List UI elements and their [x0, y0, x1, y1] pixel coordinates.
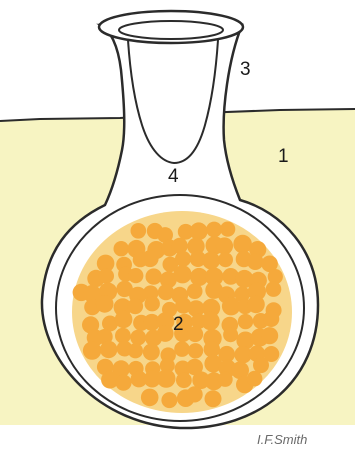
- pollen-grain: [188, 343, 203, 358]
- pollen-grain: [261, 327, 278, 344]
- pollen-grain: [130, 330, 146, 346]
- pollen-grain: [141, 389, 159, 407]
- label-neck-rim: 3: [240, 59, 251, 80]
- pollen-grain: [96, 295, 114, 313]
- pollen-grain: [128, 268, 143, 283]
- pollen-grain: [146, 268, 162, 284]
- pollen-grain: [220, 222, 235, 237]
- pollen-grain: [205, 390, 222, 407]
- pollen-grain: [175, 251, 191, 267]
- pollen-grain: [128, 343, 143, 358]
- pollen-grain: [187, 283, 203, 299]
- pollen-grain: [201, 312, 219, 330]
- pollen-grain: [263, 311, 279, 327]
- pollen-grain: [218, 252, 233, 267]
- pollen-grain: [157, 325, 174, 342]
- pollen-grain: [127, 298, 143, 314]
- pollen-grain: [114, 241, 129, 256]
- pollen-grain: [115, 311, 133, 329]
- pollen-grain: [99, 268, 114, 283]
- author-credit: I.F.Smith: [257, 432, 307, 447]
- pollen-grain: [253, 357, 269, 373]
- pollen-grain: [266, 281, 282, 297]
- pollen-grain: [247, 296, 265, 314]
- pollen-grain: [145, 296, 160, 311]
- pollen-grain: [173, 265, 191, 283]
- label-ground: 1: [278, 146, 289, 167]
- pollen-grain: [142, 250, 159, 267]
- neck-rim-inner: [119, 21, 223, 39]
- pollen-grain: [202, 252, 220, 270]
- pollen-grain: [158, 284, 174, 300]
- pollen-grain: [83, 341, 101, 359]
- pollen-grain: [187, 326, 203, 342]
- pollen-grain: [187, 386, 203, 402]
- pollen-grain: [131, 223, 147, 239]
- pollen-grain: [247, 254, 263, 270]
- pollen-grain: [190, 222, 208, 240]
- pollen-grain: [233, 235, 252, 254]
- pollen-grain: [223, 327, 238, 342]
- pollen-grain: [143, 344, 160, 361]
- pollen-grain: [157, 369, 176, 388]
- label-chamber: 4: [168, 166, 179, 187]
- pollen-grain: [100, 341, 117, 358]
- pollen-grain: [216, 237, 233, 254]
- pollen-grain: [174, 341, 190, 357]
- pollen-grain: [238, 314, 253, 329]
- label-pollen-ball: 2: [173, 314, 184, 335]
- pollen-grain: [206, 222, 222, 238]
- pollen-grain: [115, 375, 131, 391]
- pollen-grain: [218, 372, 233, 387]
- pollen-grain: [247, 371, 263, 387]
- pollen-grain: [176, 372, 192, 388]
- pollen-grain: [161, 392, 177, 408]
